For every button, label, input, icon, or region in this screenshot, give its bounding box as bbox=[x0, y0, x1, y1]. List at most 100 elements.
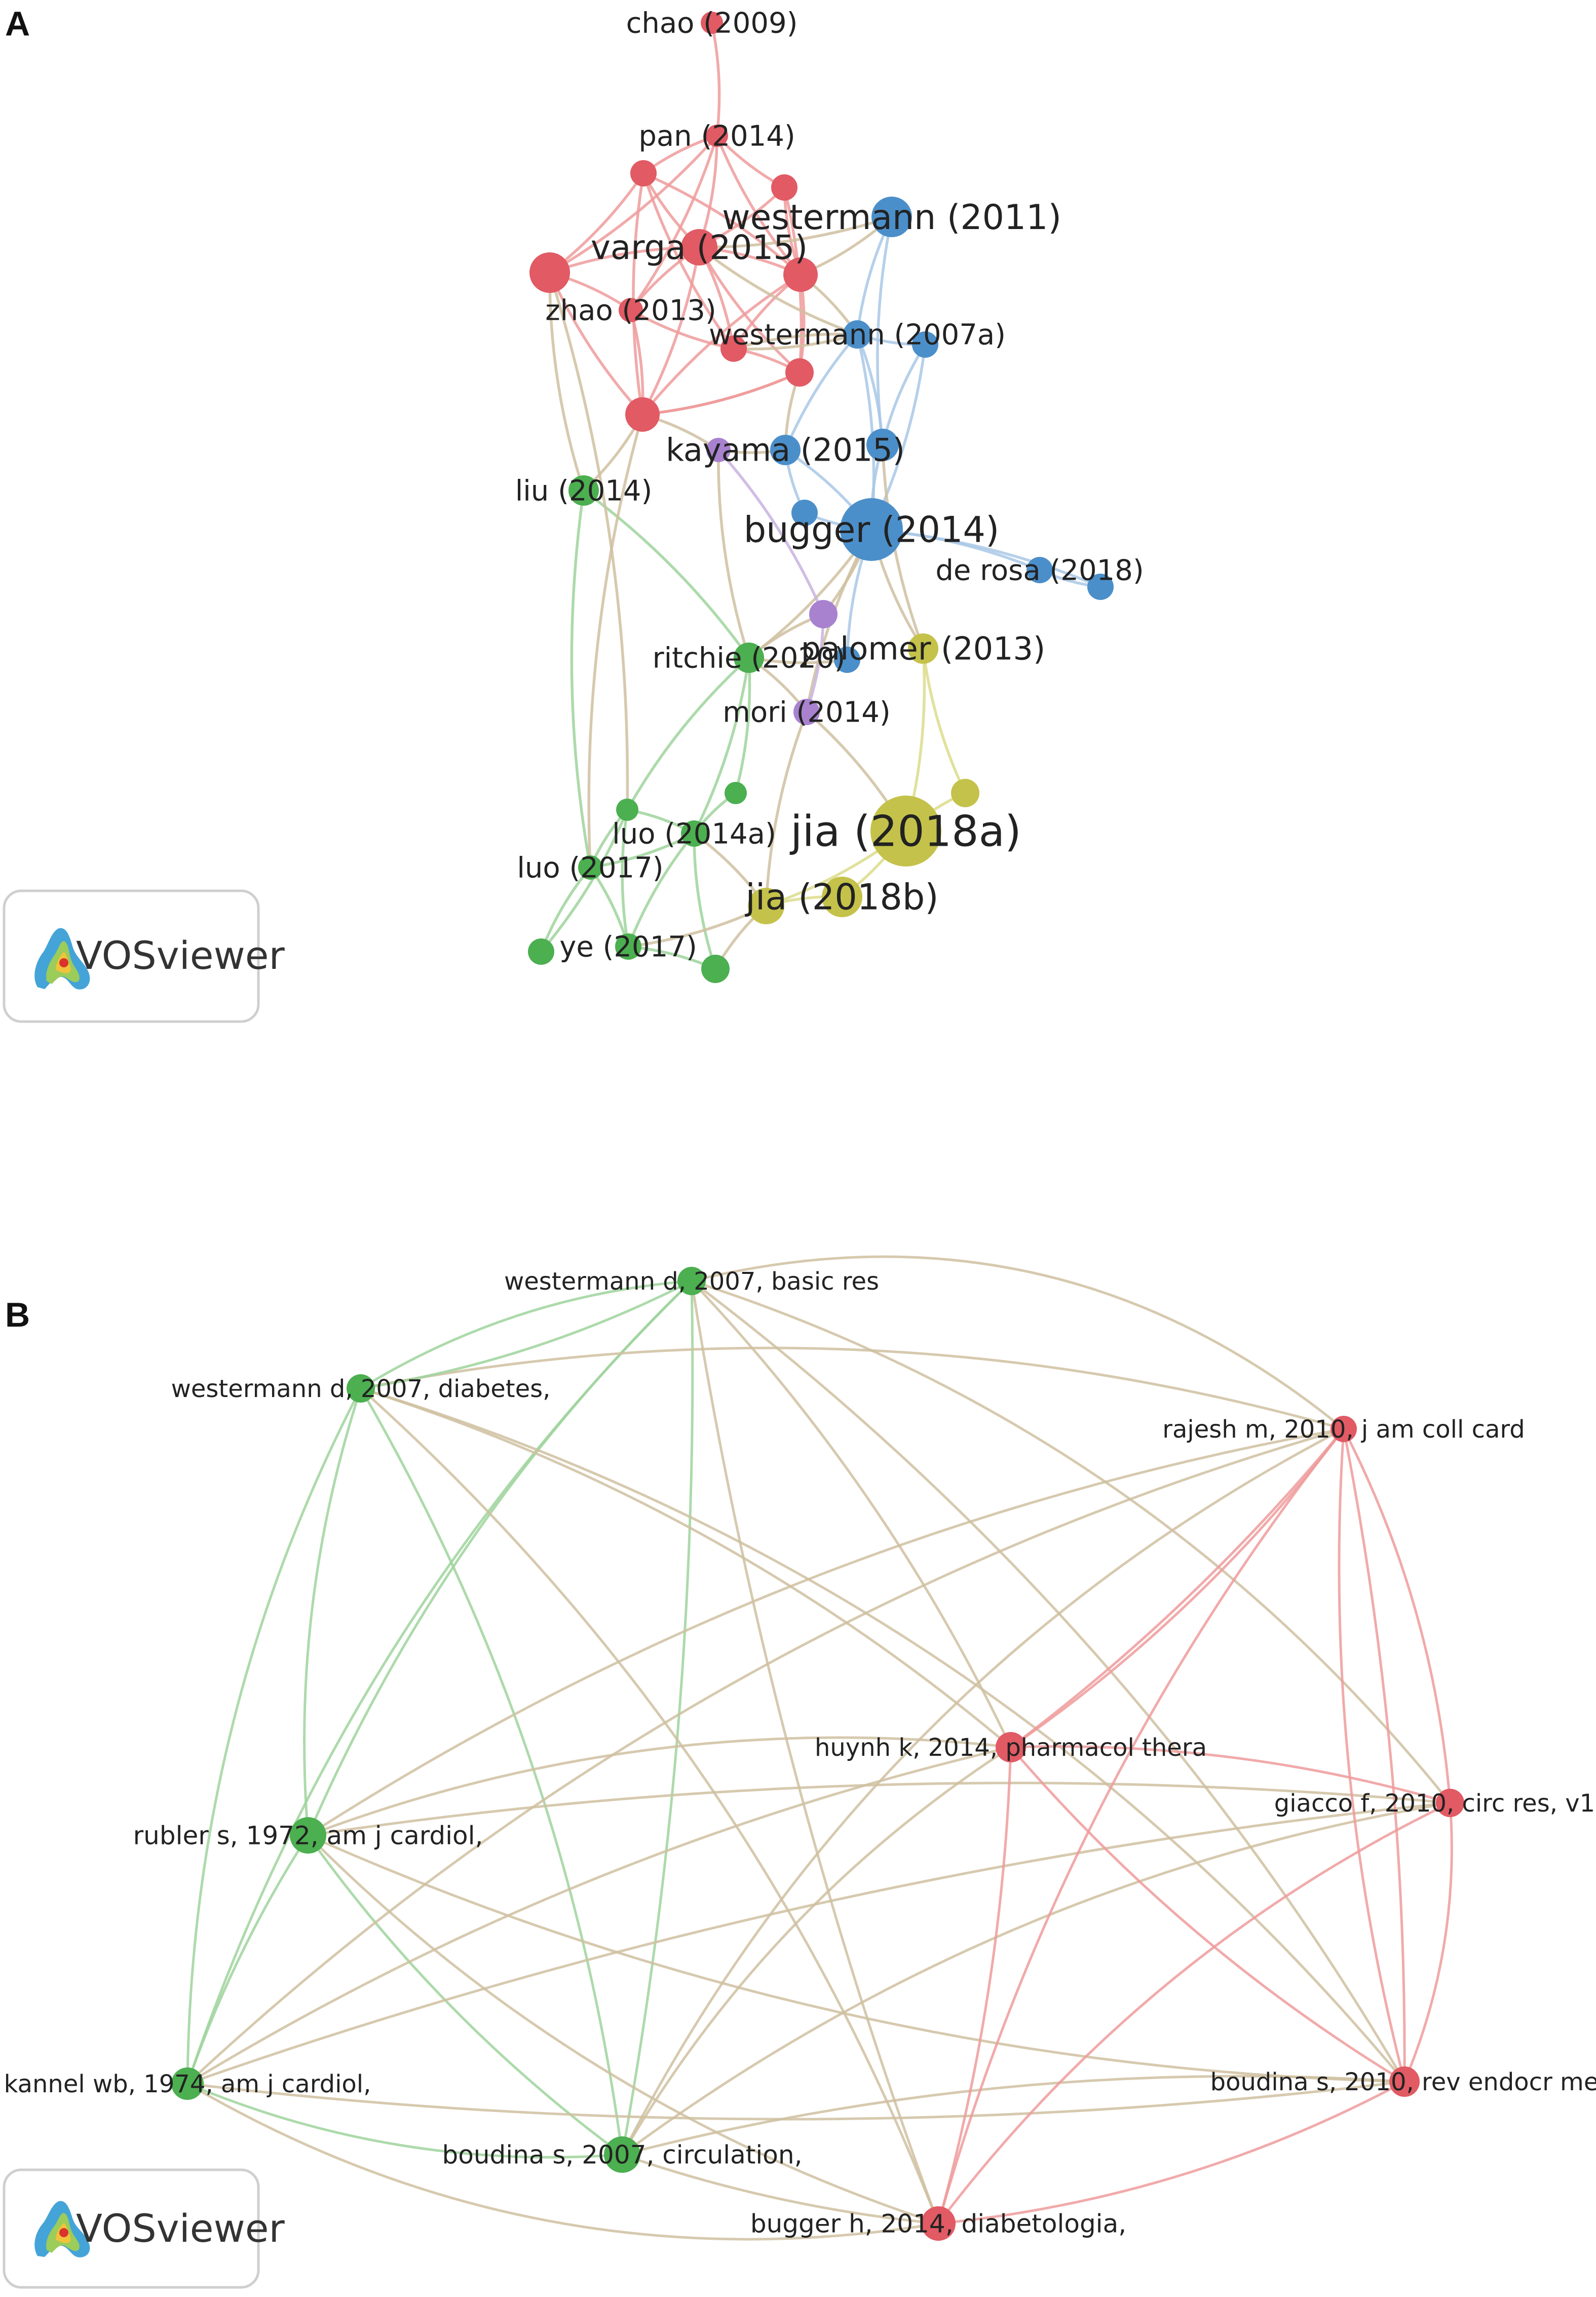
network-node-bugger2014[interactable] bbox=[840, 498, 903, 561]
network-edge bbox=[938, 2080, 1405, 2225]
node-label-chao2009: chao (2009) bbox=[626, 7, 798, 40]
network-node-rubler[interactable] bbox=[290, 1817, 326, 1854]
network-node-kannel[interactable] bbox=[171, 2067, 204, 2100]
network-node-ritchie2020[interactable] bbox=[734, 643, 764, 673]
node-label-rajesh: rajesh m, 2010, j am coll card bbox=[1162, 1415, 1525, 1444]
network-node-jia2018b[interactable] bbox=[822, 877, 862, 917]
network-node-kayama2015[interactable] bbox=[770, 435, 801, 465]
vosviewer-logo-b: VOSviewer bbox=[3, 2168, 285, 2289]
network-edge bbox=[307, 1834, 1405, 2083]
network-node-westermann2007a[interactable] bbox=[843, 320, 871, 349]
network-node-westermann_basic[interactable] bbox=[677, 1267, 706, 1295]
network-node-varga2015[interactable] bbox=[681, 229, 717, 266]
network-node-liu2014[interactable] bbox=[568, 475, 599, 506]
network-edge bbox=[360, 1387, 1405, 2083]
node-label-westermann2011: westermann (2011) bbox=[722, 198, 1061, 238]
network-node-r11[interactable] bbox=[625, 397, 660, 432]
network-node-g4[interactable] bbox=[616, 799, 638, 821]
network-edge bbox=[186, 1427, 1344, 2085]
vosviewer-logo-icon bbox=[34, 928, 90, 990]
network-edge bbox=[360, 1387, 940, 2224]
network-edge bbox=[360, 1346, 1344, 1430]
network-node-b6[interactable] bbox=[791, 500, 818, 526]
network-edge bbox=[187, 1801, 1451, 2085]
node-label-rubler: rubler s, 1972, am j cardiol, bbox=[133, 1821, 483, 1851]
node-label-mori2014: mori (2014) bbox=[723, 696, 890, 729]
network-edge bbox=[1010, 1745, 1451, 1804]
network-node-zhao2013[interactable] bbox=[619, 298, 643, 322]
network-node-r9[interactable] bbox=[720, 335, 747, 362]
network-node-p2[interactable] bbox=[809, 600, 838, 628]
network-edge bbox=[570, 490, 592, 868]
network-node-p1[interactable] bbox=[706, 438, 731, 462]
network-node-b9[interactable] bbox=[1087, 574, 1114, 600]
network-edge bbox=[1010, 1746, 1405, 2083]
network-node-derosa2018[interactable] bbox=[1027, 557, 1053, 583]
network-edge bbox=[691, 1255, 1345, 1430]
network-edge bbox=[303, 1388, 362, 1836]
network-edge bbox=[1342, 1428, 1452, 1803]
node-label-ye2017: ye (2017) bbox=[559, 931, 697, 964]
network-node-pan2014[interactable] bbox=[706, 125, 728, 147]
network-node-jia2018a[interactable] bbox=[870, 796, 941, 867]
network-edge bbox=[186, 1387, 362, 2084]
network-edge bbox=[186, 1834, 310, 2084]
network-edge bbox=[733, 332, 858, 350]
network-edge bbox=[733, 333, 858, 351]
network-edge bbox=[717, 449, 825, 615]
network-node-boudina2010[interactable] bbox=[1389, 2066, 1420, 2097]
network-edge bbox=[622, 2153, 939, 2225]
network-node-boudina2007[interactable] bbox=[604, 2136, 640, 2173]
network-node-huynh[interactable] bbox=[996, 1732, 1026, 1762]
network-edge bbox=[359, 1387, 624, 2155]
network-edge bbox=[630, 309, 734, 350]
node-label-westermann_diab: westermann d, 2007, diabetes, bbox=[171, 1375, 551, 1403]
vosviewer-logo-text: VOSviewer bbox=[76, 2206, 285, 2251]
network-node-r10[interactable] bbox=[785, 358, 814, 387]
network-edge bbox=[628, 905, 767, 948]
network-edge bbox=[937, 1428, 1345, 2224]
network-node-b10[interactable] bbox=[834, 647, 860, 673]
network-node-bugger[interactable] bbox=[921, 2206, 956, 2241]
network-node-mori2014[interactable] bbox=[793, 699, 820, 725]
network-node-westermann2011[interactable] bbox=[871, 197, 912, 237]
network-node-ye2017[interactable] bbox=[615, 933, 641, 960]
network-node-r4[interactable] bbox=[771, 174, 797, 201]
network-node-chao2009[interactable] bbox=[701, 12, 723, 34]
network-node-luo2017[interactable] bbox=[578, 855, 602, 880]
network-node-r3[interactable] bbox=[630, 160, 657, 186]
node-label-varga2015: varga (2015) bbox=[591, 228, 808, 267]
node-label-boudina2010: boudina s, 2010, rev endocr me bbox=[1210, 2068, 1596, 2096]
node-label-luo2014a: luo (2014a) bbox=[612, 818, 776, 851]
network-edge bbox=[693, 833, 717, 969]
network-edge bbox=[693, 657, 750, 835]
network-edge bbox=[621, 1281, 694, 2155]
network-edge bbox=[717, 449, 750, 658]
network-edge bbox=[1342, 1428, 1406, 2082]
network-node-luo2014a[interactable] bbox=[681, 820, 707, 847]
network-node-b4[interactable] bbox=[866, 429, 899, 461]
network-node-r6[interactable] bbox=[529, 252, 570, 293]
network-edge bbox=[632, 173, 645, 415]
network-edge bbox=[1338, 1428, 1406, 2082]
network-node-g9[interactable] bbox=[701, 955, 730, 983]
node-label-huynh: huynh k, 2014, pharmacol thera bbox=[815, 1734, 1207, 1762]
network-edge bbox=[187, 2080, 1405, 2121]
network-edge bbox=[1403, 1802, 1453, 2082]
node-label-luo2017: luo (2017) bbox=[517, 852, 663, 885]
network-node-g7[interactable] bbox=[528, 938, 554, 965]
panel-letter-b: B bbox=[5, 1296, 30, 1334]
network-node-b3[interactable] bbox=[912, 331, 938, 358]
network-node-g3[interactable] bbox=[725, 782, 747, 804]
network-node-giacco[interactable] bbox=[1436, 1789, 1464, 1817]
network-node-y5[interactable] bbox=[748, 888, 784, 924]
node-label-westermann_basic: westermann d, 2007, basic res bbox=[504, 1267, 879, 1296]
network-node-rajesh[interactable] bbox=[1331, 1416, 1357, 1442]
network-node-y2[interactable] bbox=[951, 779, 979, 807]
network-edge bbox=[1010, 1428, 1345, 1748]
network-node-palomer2013[interactable] bbox=[908, 633, 938, 664]
network-edge bbox=[691, 1280, 1012, 1748]
network-node-westermann_diab[interactable] bbox=[347, 1374, 375, 1403]
network-node-r7[interactable] bbox=[783, 257, 818, 292]
